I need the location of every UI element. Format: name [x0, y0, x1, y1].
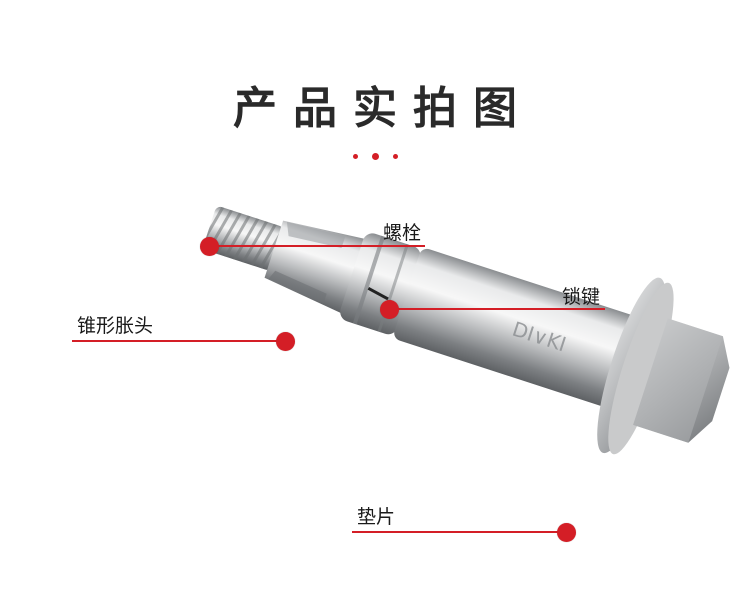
cone-head-marker-dot [276, 332, 295, 351]
washer-marker-dot [557, 523, 576, 542]
lock-key-label: 锁键 [562, 286, 601, 308]
lock-key-marker-dot [380, 300, 399, 319]
bolt-callout-line [212, 245, 425, 247]
bolt-label: 螺栓 [383, 222, 422, 244]
washer-callout-line [352, 531, 564, 533]
washer-label: 垫片 [357, 506, 396, 528]
page-title: 产品实拍图 [233, 83, 533, 134]
cone-head-callout-line [72, 340, 284, 342]
dot-icon [372, 153, 379, 160]
title-decoration-dots [353, 152, 399, 162]
lock-key-callout-line [392, 308, 605, 310]
bolt-marker-dot [200, 237, 219, 256]
cone-head-label: 锥形胀头 [77, 315, 154, 337]
dot-icon [353, 154, 358, 159]
dot-icon [393, 154, 398, 159]
